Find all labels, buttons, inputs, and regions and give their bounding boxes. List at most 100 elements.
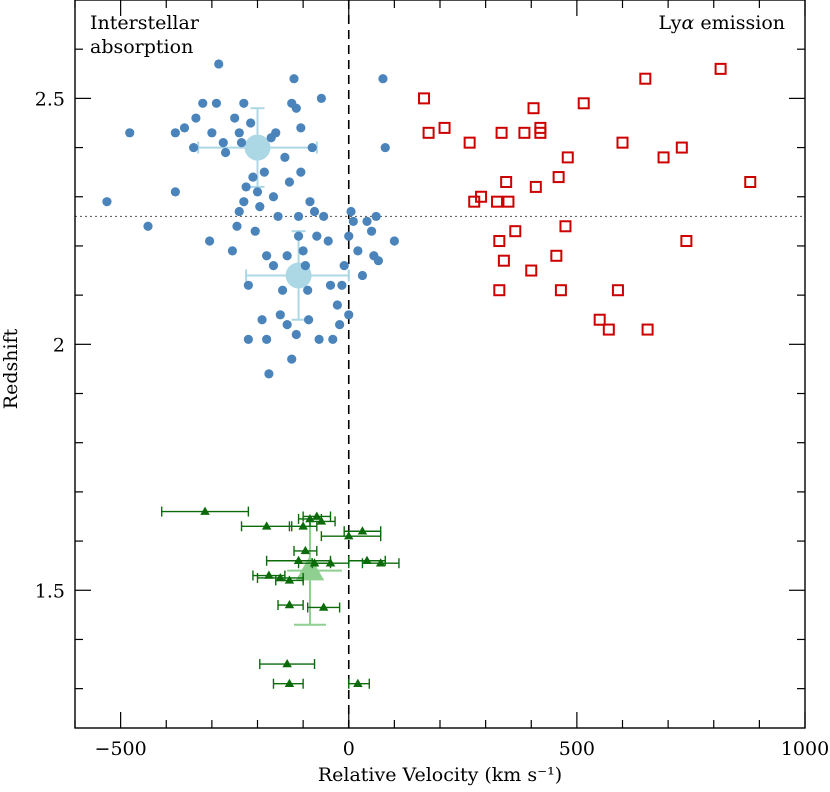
absorption-point xyxy=(296,167,306,177)
absorption-point xyxy=(332,300,342,310)
absorption-point xyxy=(303,285,313,295)
emission-point xyxy=(552,171,565,184)
emission-point xyxy=(491,195,504,208)
absorption-point xyxy=(246,118,256,128)
lowz-mean-markers xyxy=(287,521,342,626)
absorption-point xyxy=(371,211,381,222)
absorption-point xyxy=(259,167,269,177)
emission-point xyxy=(463,136,476,149)
lowz-point xyxy=(284,600,295,609)
emission-point xyxy=(616,136,629,149)
absorption-point xyxy=(248,172,258,182)
lya-emission-points xyxy=(418,62,757,336)
absorption-point xyxy=(207,128,217,138)
y-tick-label: 2 xyxy=(53,334,65,356)
annotation-lya-suffix: emission xyxy=(694,12,785,34)
y-tick-label: 2.5 xyxy=(35,88,65,110)
absorption-point xyxy=(282,251,292,261)
lowz-point xyxy=(316,516,327,525)
absorption-point xyxy=(305,197,315,207)
absorption-point xyxy=(335,320,345,330)
emission-point xyxy=(680,235,693,248)
annotation-lya-greek: α xyxy=(682,12,695,34)
absorption-point xyxy=(293,231,304,241)
absorption-point xyxy=(389,236,399,246)
emission-point xyxy=(525,264,538,277)
absorption-point xyxy=(198,98,208,108)
absorption-point xyxy=(287,354,297,364)
x-tick-label: 1000 xyxy=(781,738,829,760)
absorption-point xyxy=(337,280,347,290)
emission-point xyxy=(502,195,515,208)
x-tick-label: −500 xyxy=(95,738,147,760)
absorption-point xyxy=(362,216,372,226)
absorption-point xyxy=(262,251,272,261)
absorption-point xyxy=(289,74,299,84)
absorption-point xyxy=(250,226,260,236)
absorption-point xyxy=(304,315,314,325)
absorption-point xyxy=(241,182,251,192)
absorption-point xyxy=(214,59,224,69)
emission-point xyxy=(509,225,522,238)
lowz-point xyxy=(312,511,322,520)
absorption-point xyxy=(309,206,320,217)
lowz-point xyxy=(282,659,292,668)
emission-point xyxy=(493,284,506,297)
absorption-point xyxy=(204,236,215,246)
emission-point xyxy=(577,97,590,110)
absorption-point xyxy=(268,261,279,271)
emission-point xyxy=(559,220,572,233)
lowz-point xyxy=(318,602,329,611)
absorption-point xyxy=(179,123,190,133)
x-tick-label: 500 xyxy=(559,738,595,760)
absorption-point xyxy=(143,221,153,231)
absorption-point xyxy=(380,142,390,153)
absorption-point xyxy=(220,147,231,158)
emission-point xyxy=(639,72,652,85)
emission-point xyxy=(475,190,488,203)
absorption-point xyxy=(346,206,356,217)
absorption-point xyxy=(298,246,308,256)
emission-point xyxy=(744,176,757,188)
absorption-point xyxy=(268,192,279,202)
absorption-point xyxy=(325,280,336,290)
absorption-point xyxy=(125,128,135,138)
lowz-point xyxy=(261,521,272,530)
absorption-point xyxy=(344,310,354,320)
absorption-point xyxy=(234,128,244,138)
lowz-point xyxy=(357,526,368,535)
lowz-point xyxy=(264,570,274,579)
plot-frame xyxy=(74,0,806,729)
emission-point xyxy=(554,284,567,297)
annotation-lya-emission: Lyα emission xyxy=(658,12,785,34)
absorption-point xyxy=(230,113,240,123)
emission-point xyxy=(602,323,615,336)
emission-point xyxy=(550,249,563,262)
absorption-points xyxy=(102,59,399,379)
lowz-point xyxy=(284,575,295,584)
reference-lines xyxy=(75,0,805,728)
emission-point xyxy=(611,284,624,297)
absorption-point xyxy=(257,315,267,325)
emission-point xyxy=(418,92,431,105)
absorption-point xyxy=(366,226,377,236)
annotation-interstellar: Interstellar xyxy=(90,12,200,34)
lowz-points xyxy=(160,506,400,689)
absorption-point xyxy=(102,197,112,207)
absorption-point xyxy=(275,310,285,320)
x-axis-label: Relative Velocity (km s⁻¹) xyxy=(318,764,562,786)
absorption-point xyxy=(378,74,388,84)
absorption-point xyxy=(348,216,358,226)
lowz-point xyxy=(200,506,210,515)
absorption-point xyxy=(284,177,295,187)
absorption-point xyxy=(262,334,272,345)
emission-point xyxy=(593,313,606,326)
emission-point xyxy=(534,126,547,139)
lowz-point xyxy=(344,531,354,540)
absorption-point xyxy=(328,334,338,345)
absorption-point xyxy=(232,221,242,231)
absorption-point xyxy=(255,201,265,212)
absorption-point xyxy=(239,98,249,108)
absorption-point xyxy=(170,128,180,138)
